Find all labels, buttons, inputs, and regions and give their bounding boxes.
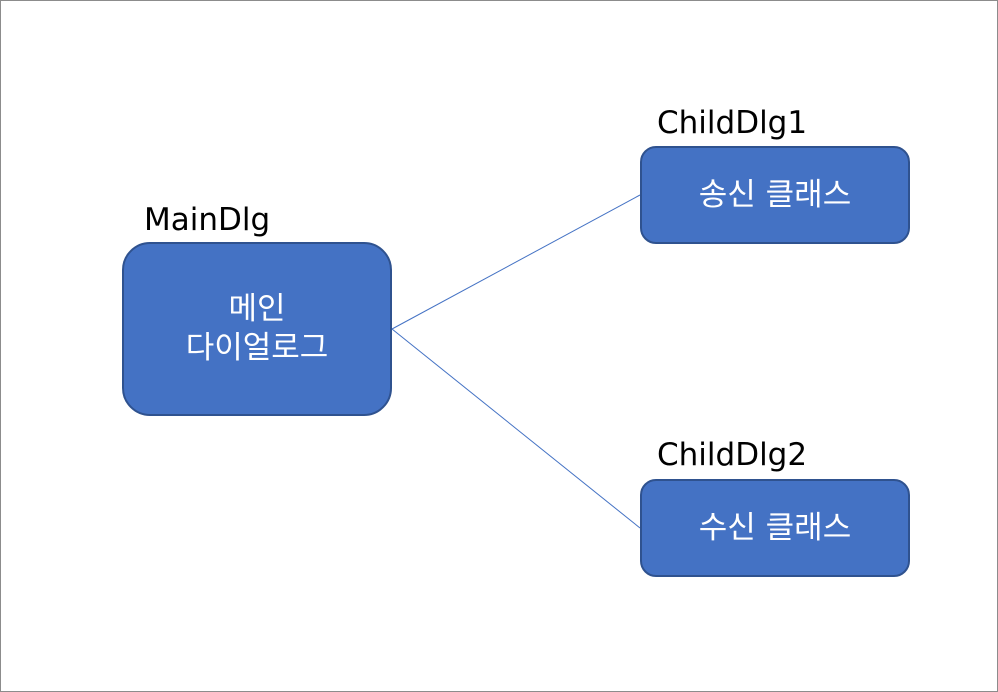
connector-main-to-child1 — [391, 194, 641, 330]
main-dialog-node: 메인 다이얼로그 — [122, 242, 392, 416]
child-dialog2-label: 수신 클래스 — [698, 509, 852, 546]
main-dialog-label-line1: 메인 — [228, 291, 286, 328]
child-dialog1-caption: ChildDlg1 — [657, 105, 808, 141]
connector-main-to-child2 — [391, 328, 641, 529]
child-dialog1-label: 송신 클래스 — [698, 176, 852, 213]
main-dialog-caption: MainDlg — [144, 202, 271, 238]
child-dialog1-node: 송신 클래스 — [640, 146, 910, 244]
main-dialog-label-line2: 다이얼로그 — [185, 330, 329, 366]
child-dialog2-node: 수신 클래스 — [640, 479, 910, 577]
child-dialog2-caption: ChildDlg2 — [657, 437, 808, 473]
